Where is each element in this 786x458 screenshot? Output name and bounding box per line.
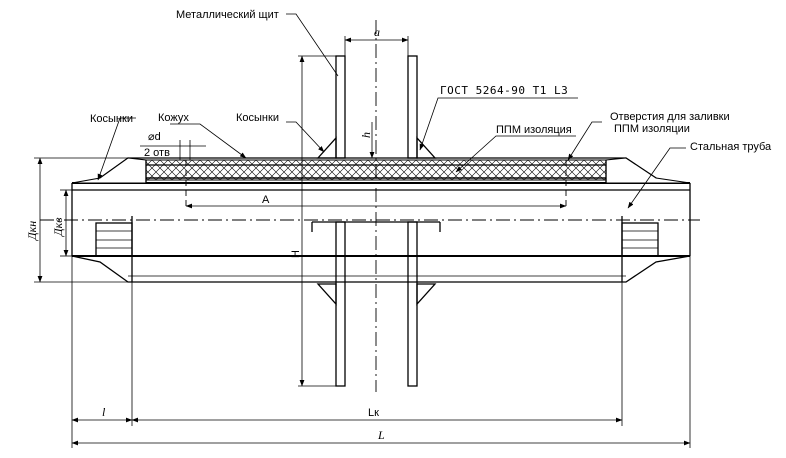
dim-A-label: A [262,194,270,206]
metal-shield-right [407,55,418,387]
dim-dkn-label: Дкн [25,221,39,241]
leader-gussets-center [286,121,325,153]
bottom-casing [71,255,691,283]
gussets-left-label: Косынки [90,113,133,125]
dim-L-label: L [377,428,385,442]
gussets-center-label: Косынки [236,112,279,124]
metal-shield-left [335,55,346,387]
dim-dkn [34,157,128,283]
dim-l [71,256,133,448]
ppm-insulation-label: ППМ изоляция [496,124,572,136]
fill-holes-label-line1: Отверстия для заливки [610,111,730,123]
leader-ppm [455,135,576,173]
leader-gussets-left [97,117,136,181]
ppm-insulation-layer [145,159,607,181]
leader-casing [170,123,247,159]
leader-fill-holes [567,121,602,161]
dim-lk [131,282,623,426]
end-gusset-right [605,157,691,184]
dim-L [71,256,691,448]
steel-pipe-label: Стальная труба [690,141,772,153]
hole-diameter-label: ⌀d [148,131,161,143]
hole-marker [140,140,206,160]
dim-a-label: a [374,25,380,39]
fill-holes-label-line2: ППМ изоляции [614,123,690,135]
end-insert-right [621,216,659,282]
leader-gost [419,97,578,151]
dim-l-label: l [102,405,106,419]
dim-dkv-label: Дкв [51,218,65,237]
gost-label: ГОСТ 5264-90 Т1 L3 [440,84,568,97]
leader-steel-pipe [627,147,686,209]
metal-shield-label: Металлический щит [176,9,279,21]
dim-h-label: h [359,132,373,138]
casing-label: Кожух [158,112,189,124]
steel-pipe [71,182,691,257]
end-insert-left [95,216,133,282]
dim-lk-label: Lк [368,407,379,419]
dim-a [344,36,409,58]
end-gusset-left [71,157,147,184]
dim-dkv [60,189,72,257]
leader-metal-shield [286,13,339,77]
shield-flanges [311,221,441,232]
dim-H [298,55,336,387]
center-gussets [316,136,437,306]
dim-H-label: H [290,250,302,258]
holes-count-label: 2 отв [144,147,170,159]
